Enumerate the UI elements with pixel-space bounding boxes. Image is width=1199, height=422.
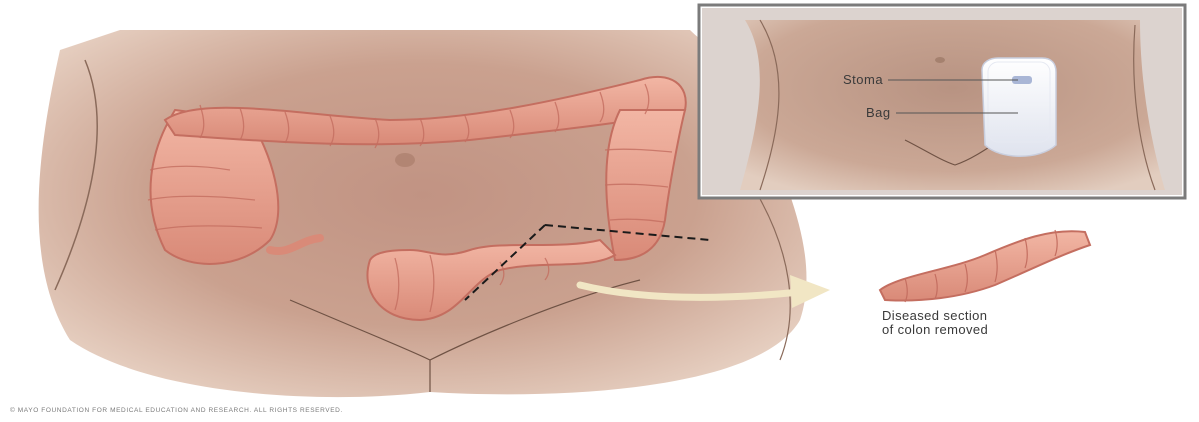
- inset-panel: Stoma Bag: [699, 5, 1185, 198]
- stoma-label: Stoma: [843, 72, 883, 87]
- copyright-text: © MAYO FOUNDATION FOR MEDICAL EDUCATION …: [10, 406, 343, 414]
- removed-colon-section: Diseased section of colon removed: [880, 230, 1090, 337]
- navel: [395, 153, 415, 167]
- inset-navel: [935, 57, 945, 63]
- removed-section-label-line1: Diseased section: [882, 308, 987, 323]
- ostomy-bag: [982, 58, 1056, 156]
- removed-section-label-line2: of colon removed: [882, 322, 988, 337]
- bag-label: Bag: [866, 105, 891, 120]
